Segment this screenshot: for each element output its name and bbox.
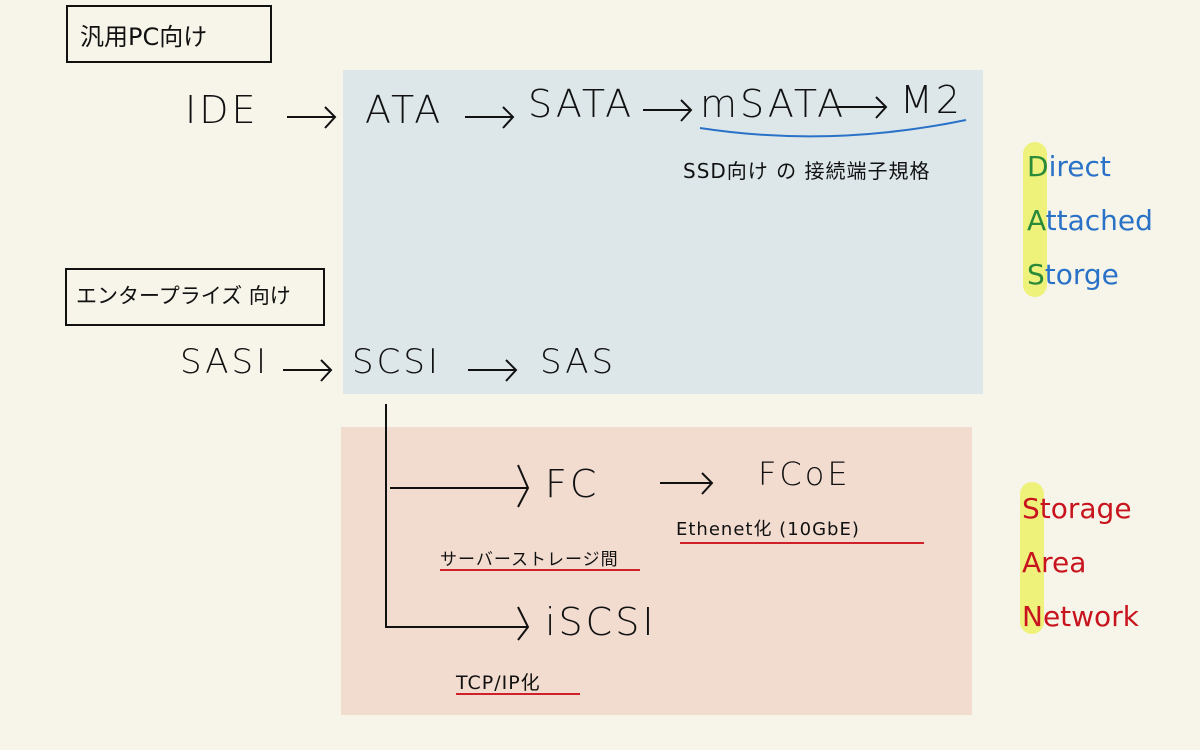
right-arrow-icon: [465, 106, 515, 129]
node-sas: SAS: [540, 342, 617, 382]
fc-note: サーバーストレージ間: [440, 550, 619, 570]
acronym-rest: torge: [1044, 258, 1119, 291]
acronym-letter: S: [1022, 492, 1040, 525]
das-highlight: [1023, 142, 1047, 297]
branch-line: [385, 404, 530, 641]
acronym-rest: rea: [1041, 546, 1087, 579]
enterprise-section-title: エンタープライズ 向け: [76, 284, 291, 308]
right-arrow-icon: [468, 359, 518, 382]
acronym-letter: N: [1022, 600, 1043, 633]
right-arrow-icon: [838, 96, 888, 119]
san-acronym: Storage Area Network: [1022, 482, 1139, 644]
acronym-rest: torage: [1039, 492, 1132, 525]
node-iscsi: iSCSI: [545, 600, 657, 644]
node-msata: mSATA: [700, 82, 847, 126]
right-arrow-icon: [660, 472, 714, 495]
acronym-rest: ttached: [1045, 204, 1153, 237]
node-ide: IDE: [185, 88, 259, 132]
node-ata: ATA: [365, 88, 444, 132]
node-scsi: SCSI: [352, 342, 441, 382]
acronym-letter: S: [1027, 258, 1045, 291]
node-m2: M2: [900, 78, 963, 122]
enterprise-section-box: [65, 268, 325, 326]
node-fc: FC: [545, 462, 600, 506]
acronym-rest: irect: [1048, 150, 1111, 183]
node-sasi: SASI: [180, 342, 270, 382]
ssd-note: SSD向け の 接続端子規格: [683, 159, 931, 183]
acronym-letter: A: [1027, 204, 1046, 237]
node-fcoe: FCoE: [758, 455, 851, 493]
pc-section-title: 汎用PC向け: [80, 23, 208, 51]
right-arrow-icon: [287, 106, 337, 129]
pc-section-box: [66, 5, 272, 63]
msata-m2-underline: [699, 119, 967, 138]
das-acronym: Direct Attached Storge: [1027, 140, 1153, 302]
right-arrow-icon: [390, 464, 530, 508]
acronym-letter: A: [1022, 546, 1042, 579]
fcoe-note: Ethenet化 (10GbE): [676, 519, 860, 540]
right-arrow-icon: [283, 359, 333, 382]
acronym-letter: D: [1027, 150, 1049, 183]
san-highlight: [1020, 482, 1044, 634]
iscsi-note: TCP/IP化: [456, 672, 541, 694]
das-region: [343, 70, 983, 394]
node-sata: SATA: [528, 82, 635, 126]
acronym-rest: etwork: [1042, 600, 1139, 633]
right-arrow-icon: [643, 99, 693, 122]
